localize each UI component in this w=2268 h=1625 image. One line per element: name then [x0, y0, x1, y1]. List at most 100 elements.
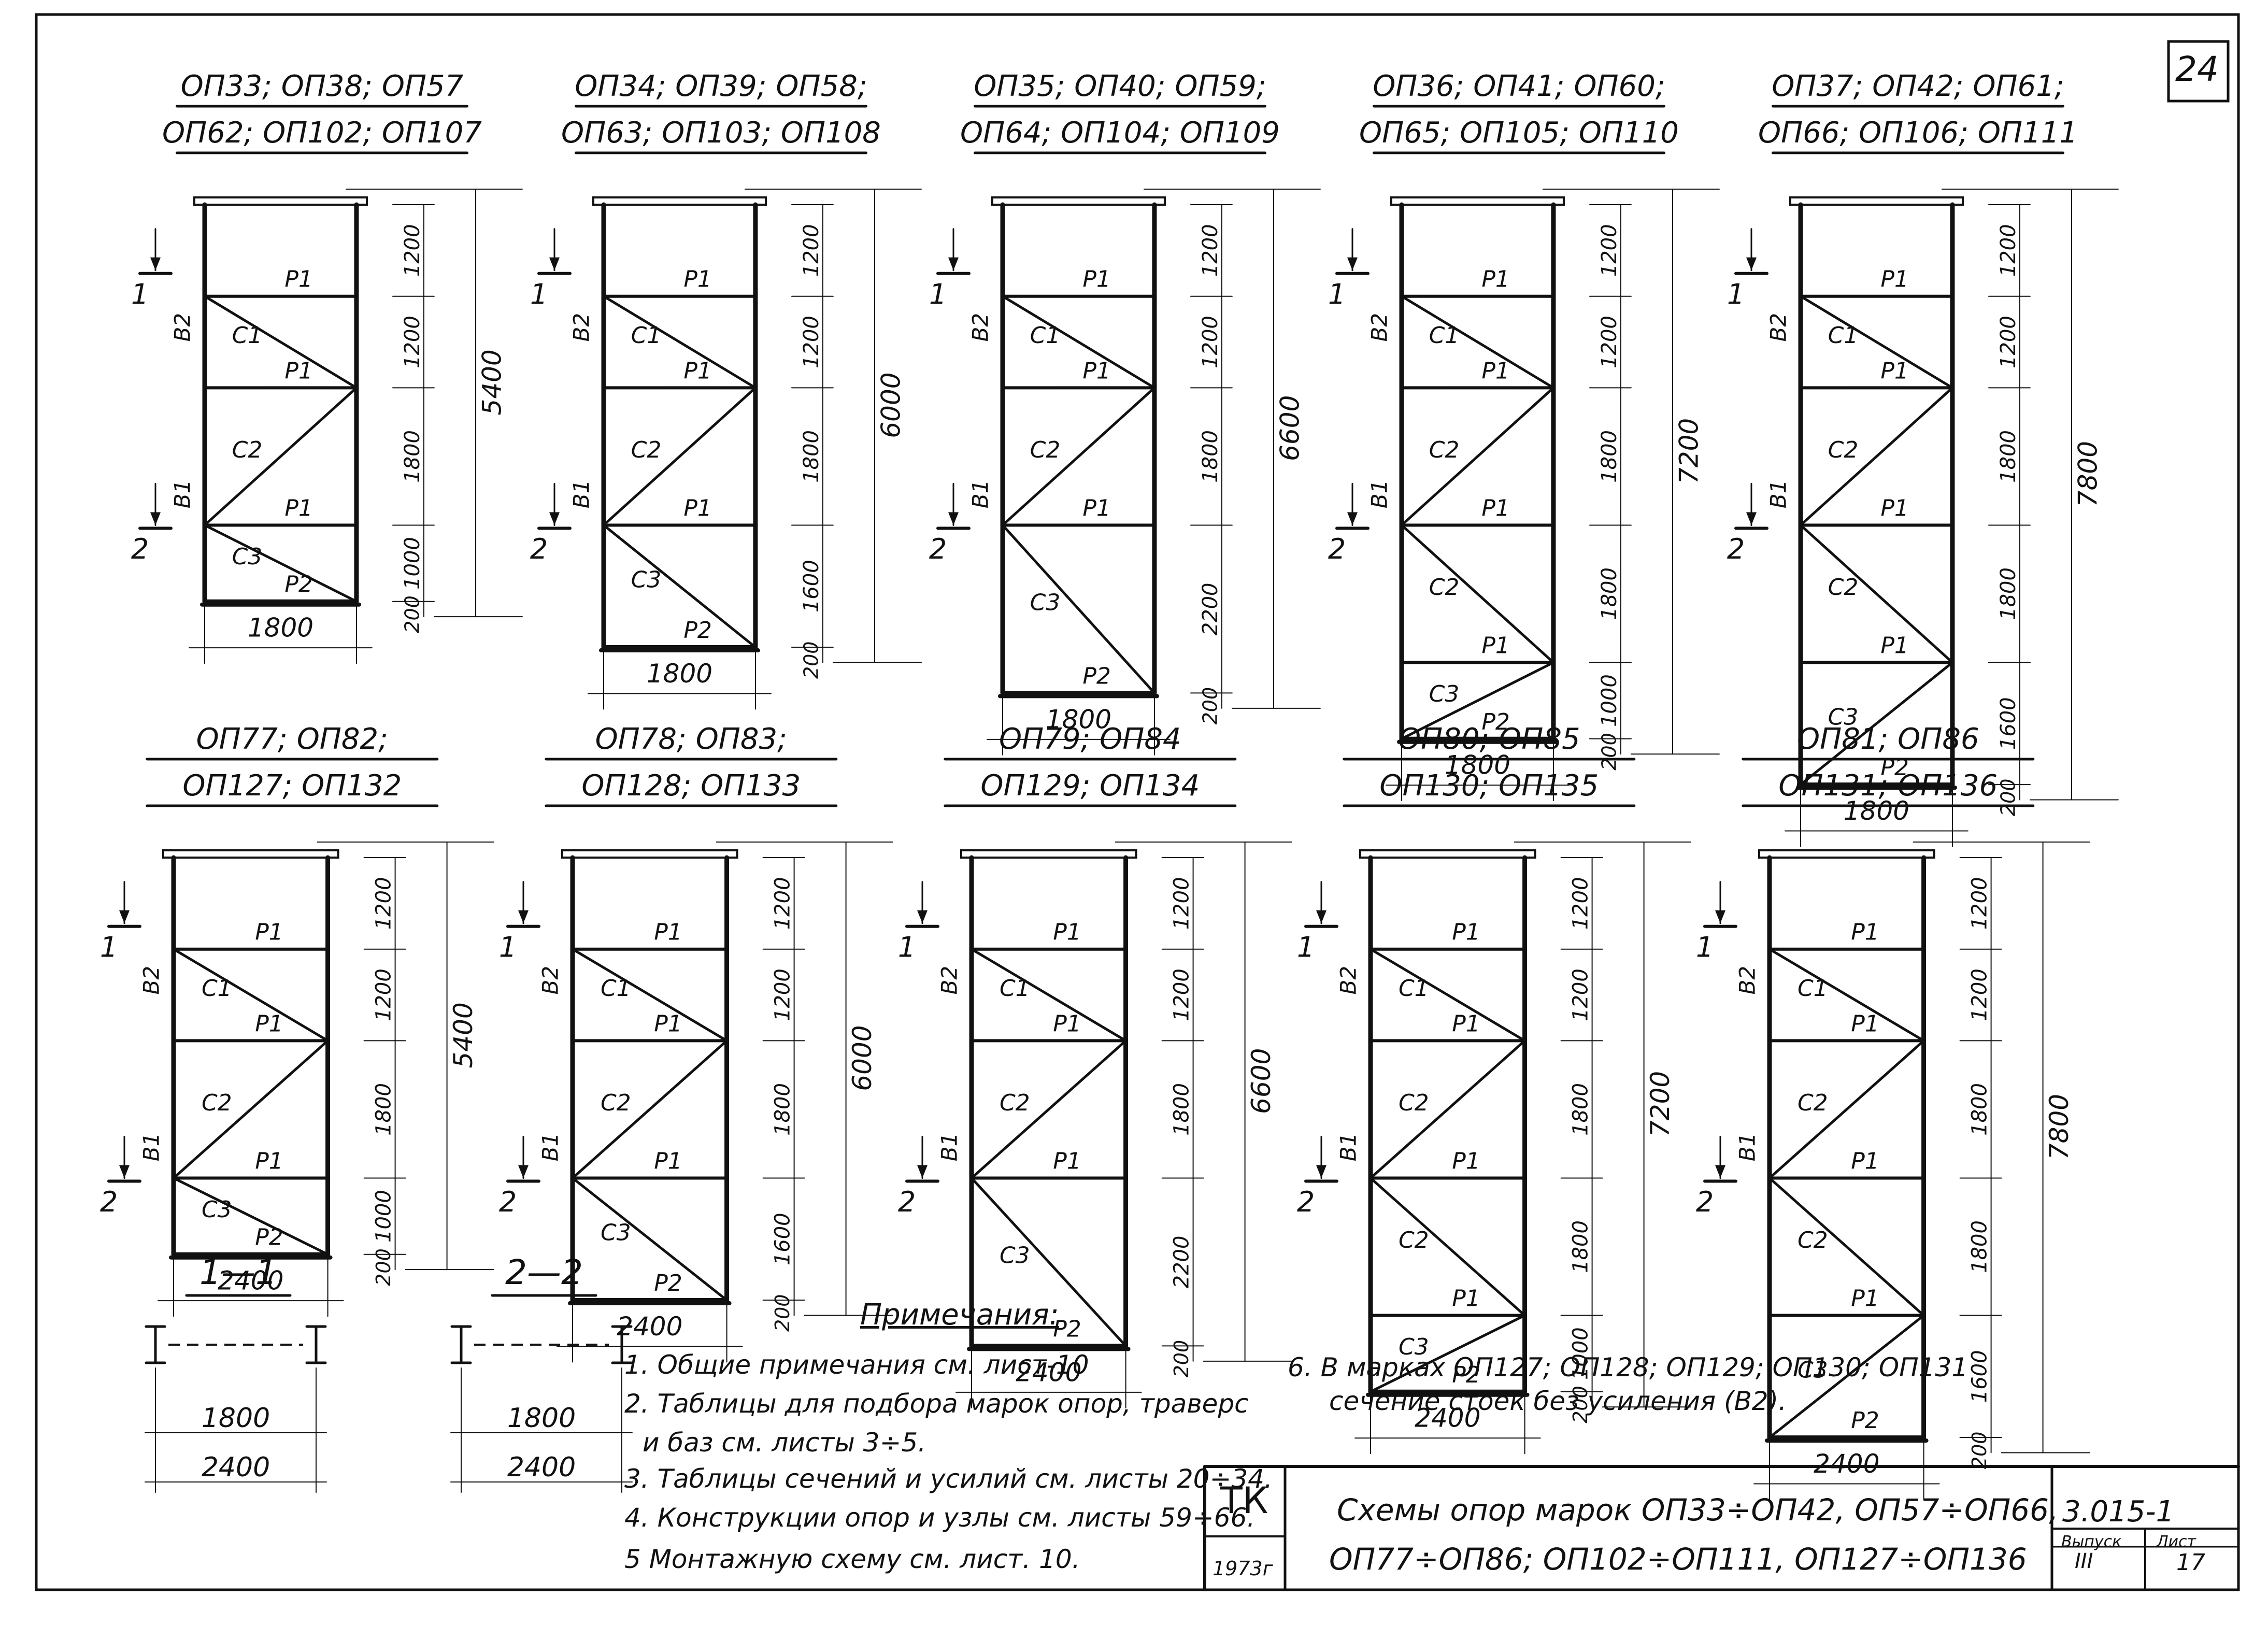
brace-5	[1400, 661, 1555, 740]
strut-label: Р2	[683, 617, 712, 644]
note-6-line2: сечение стоек без усиления (В2).	[1329, 1386, 1787, 1416]
section-arrowhead	[518, 910, 529, 923]
strut-label: Р1	[1481, 266, 1510, 293]
panel-dimension: 1200	[800, 224, 823, 277]
upper-post-label: В2	[1367, 313, 1392, 342]
brace-3	[1400, 386, 1555, 526]
sheet-label: Лист	[2157, 1533, 2196, 1551]
frame-width: 1800	[1445, 750, 1510, 780]
base-dimension: 200	[1170, 1340, 1193, 1378]
upper-post-label: В2	[1766, 313, 1791, 342]
brace-3	[970, 1039, 1128, 1179]
lower-post-label: В1	[1766, 480, 1791, 509]
section-arrowhead	[549, 512, 560, 525]
section-mark-label: 1	[499, 931, 517, 963]
strut-label: Р1	[1880, 358, 1909, 384]
panel-dimension: 1600	[1968, 1350, 1992, 1403]
brace-2	[203, 295, 358, 389]
section-arrowhead	[1715, 910, 1725, 923]
brace-label: С2	[1828, 437, 1859, 463]
strut-label: Р1	[1481, 495, 1510, 521]
brace-4	[1768, 1176, 1925, 1317]
frame-width: 1800	[647, 659, 712, 689]
frame-title-1: ОП80; ОП85	[1398, 722, 1580, 756]
upper-post-label: В2	[1336, 966, 1361, 995]
frame-width: 1800	[1844, 796, 1909, 826]
note-2: 2. Таблицы для подбора марок опор, траве…	[624, 1389, 1249, 1419]
brace-label: С3	[202, 1196, 232, 1223]
strut-label: Р1	[1082, 358, 1111, 384]
panel-dimension: 2200	[1170, 1236, 1194, 1289]
section-arrowhead	[518, 1165, 529, 1178]
section-width-1: 1800	[507, 1403, 576, 1434]
section-mark-label: 2	[929, 533, 947, 565]
brace-4	[571, 1176, 729, 1302]
brace-label: С2	[1030, 437, 1061, 463]
notes-title: Примечания:	[860, 1298, 1059, 1332]
panel-dimension: 1000	[401, 537, 424, 590]
base-dimension: 200	[1199, 687, 1221, 725]
lower-post-label: В1	[968, 480, 993, 509]
cap-plate	[991, 196, 1166, 206]
panel-dimension: 1800	[1569, 1220, 1593, 1273]
brace-label: С2	[631, 437, 662, 463]
strut-label: Р2	[654, 1270, 682, 1296]
strut-label: Р1	[683, 495, 712, 521]
panel-dimension: 1600	[771, 1213, 795, 1265]
strut-label: Р2	[1053, 1316, 1081, 1342]
section-mark-label: 1	[1696, 931, 1714, 963]
brace-5	[1768, 1314, 1925, 1439]
section-arrowhead	[917, 1165, 928, 1178]
cap-plate	[1390, 196, 1565, 206]
note-3: 3. Таблицы сечений и усилий см. листы 20…	[624, 1464, 1273, 1494]
strut-label: Р1	[654, 1148, 682, 1174]
section-arrowhead	[549, 257, 560, 270]
strut-label: Р2	[1851, 1407, 1879, 1434]
brace-label: С1	[1399, 975, 1429, 1002]
brace-2	[1799, 295, 1954, 389]
strut-label: Р1	[1880, 266, 1909, 293]
section-mark-label: 2	[1297, 1186, 1315, 1218]
brace-3	[203, 386, 358, 526]
frame-title-1: ОП79; ОП84	[999, 722, 1181, 756]
panel-dimension: 1200	[1569, 877, 1593, 930]
brace-label: С2	[202, 1090, 232, 1116]
strut-label: Р1	[1851, 1010, 1879, 1037]
frame-title-2: ОП62; ОП102; ОП107	[162, 116, 482, 150]
upper-post-label: В2	[937, 966, 962, 995]
upper-post-label: В2	[968, 313, 993, 342]
brace-label: С1	[1030, 322, 1061, 349]
section-arrowhead	[1746, 512, 1757, 525]
brace-label: С2	[1429, 437, 1460, 463]
cap-plate	[1789, 196, 1964, 206]
strut-label: Р1	[1481, 633, 1510, 659]
strut-label: Р2	[255, 1224, 283, 1251]
brace-label: С3	[631, 566, 662, 593]
section-arrowhead	[119, 1165, 130, 1178]
brace-2	[1400, 295, 1555, 389]
strut-label: Р1	[1851, 1286, 1879, 1312]
panel-dimension: 1200	[1968, 968, 1992, 1021]
panel-dimension: 1200	[1199, 316, 1222, 368]
brace-2	[602, 295, 757, 389]
strut-label: Р1	[284, 358, 313, 384]
total-height: 6600	[1246, 1048, 1276, 1114]
frame-title-1: ОП34; ОП39; ОП58;	[575, 69, 867, 103]
panel-dimension: 1800	[1597, 430, 1621, 483]
section-mark-label: 1	[1727, 278, 1745, 310]
lower-post-label: В1	[538, 1133, 563, 1162]
strut-label: Р1	[284, 266, 313, 293]
section-mark-label: 2	[100, 1186, 118, 1218]
section-arrowhead	[948, 257, 959, 270]
frame-title-2: ОП127; ОП132	[182, 769, 402, 803]
base-dimension: 200	[1996, 779, 2019, 817]
strut-label: Р1	[654, 919, 682, 946]
strut-label: Р1	[1880, 495, 1909, 521]
brace-label: С2	[1798, 1090, 1828, 1116]
sheet-title-line1: Схемы опор марок ОП33÷ОП42, ОП57÷ОП66,	[1337, 1492, 2059, 1528]
panel-dimension: 1200	[1170, 877, 1194, 930]
section-mark-label: 2	[131, 533, 149, 565]
upper-post-label: В2	[170, 313, 195, 342]
brace-4	[1400, 523, 1555, 664]
panel-dimension: 1200	[1996, 316, 2020, 368]
